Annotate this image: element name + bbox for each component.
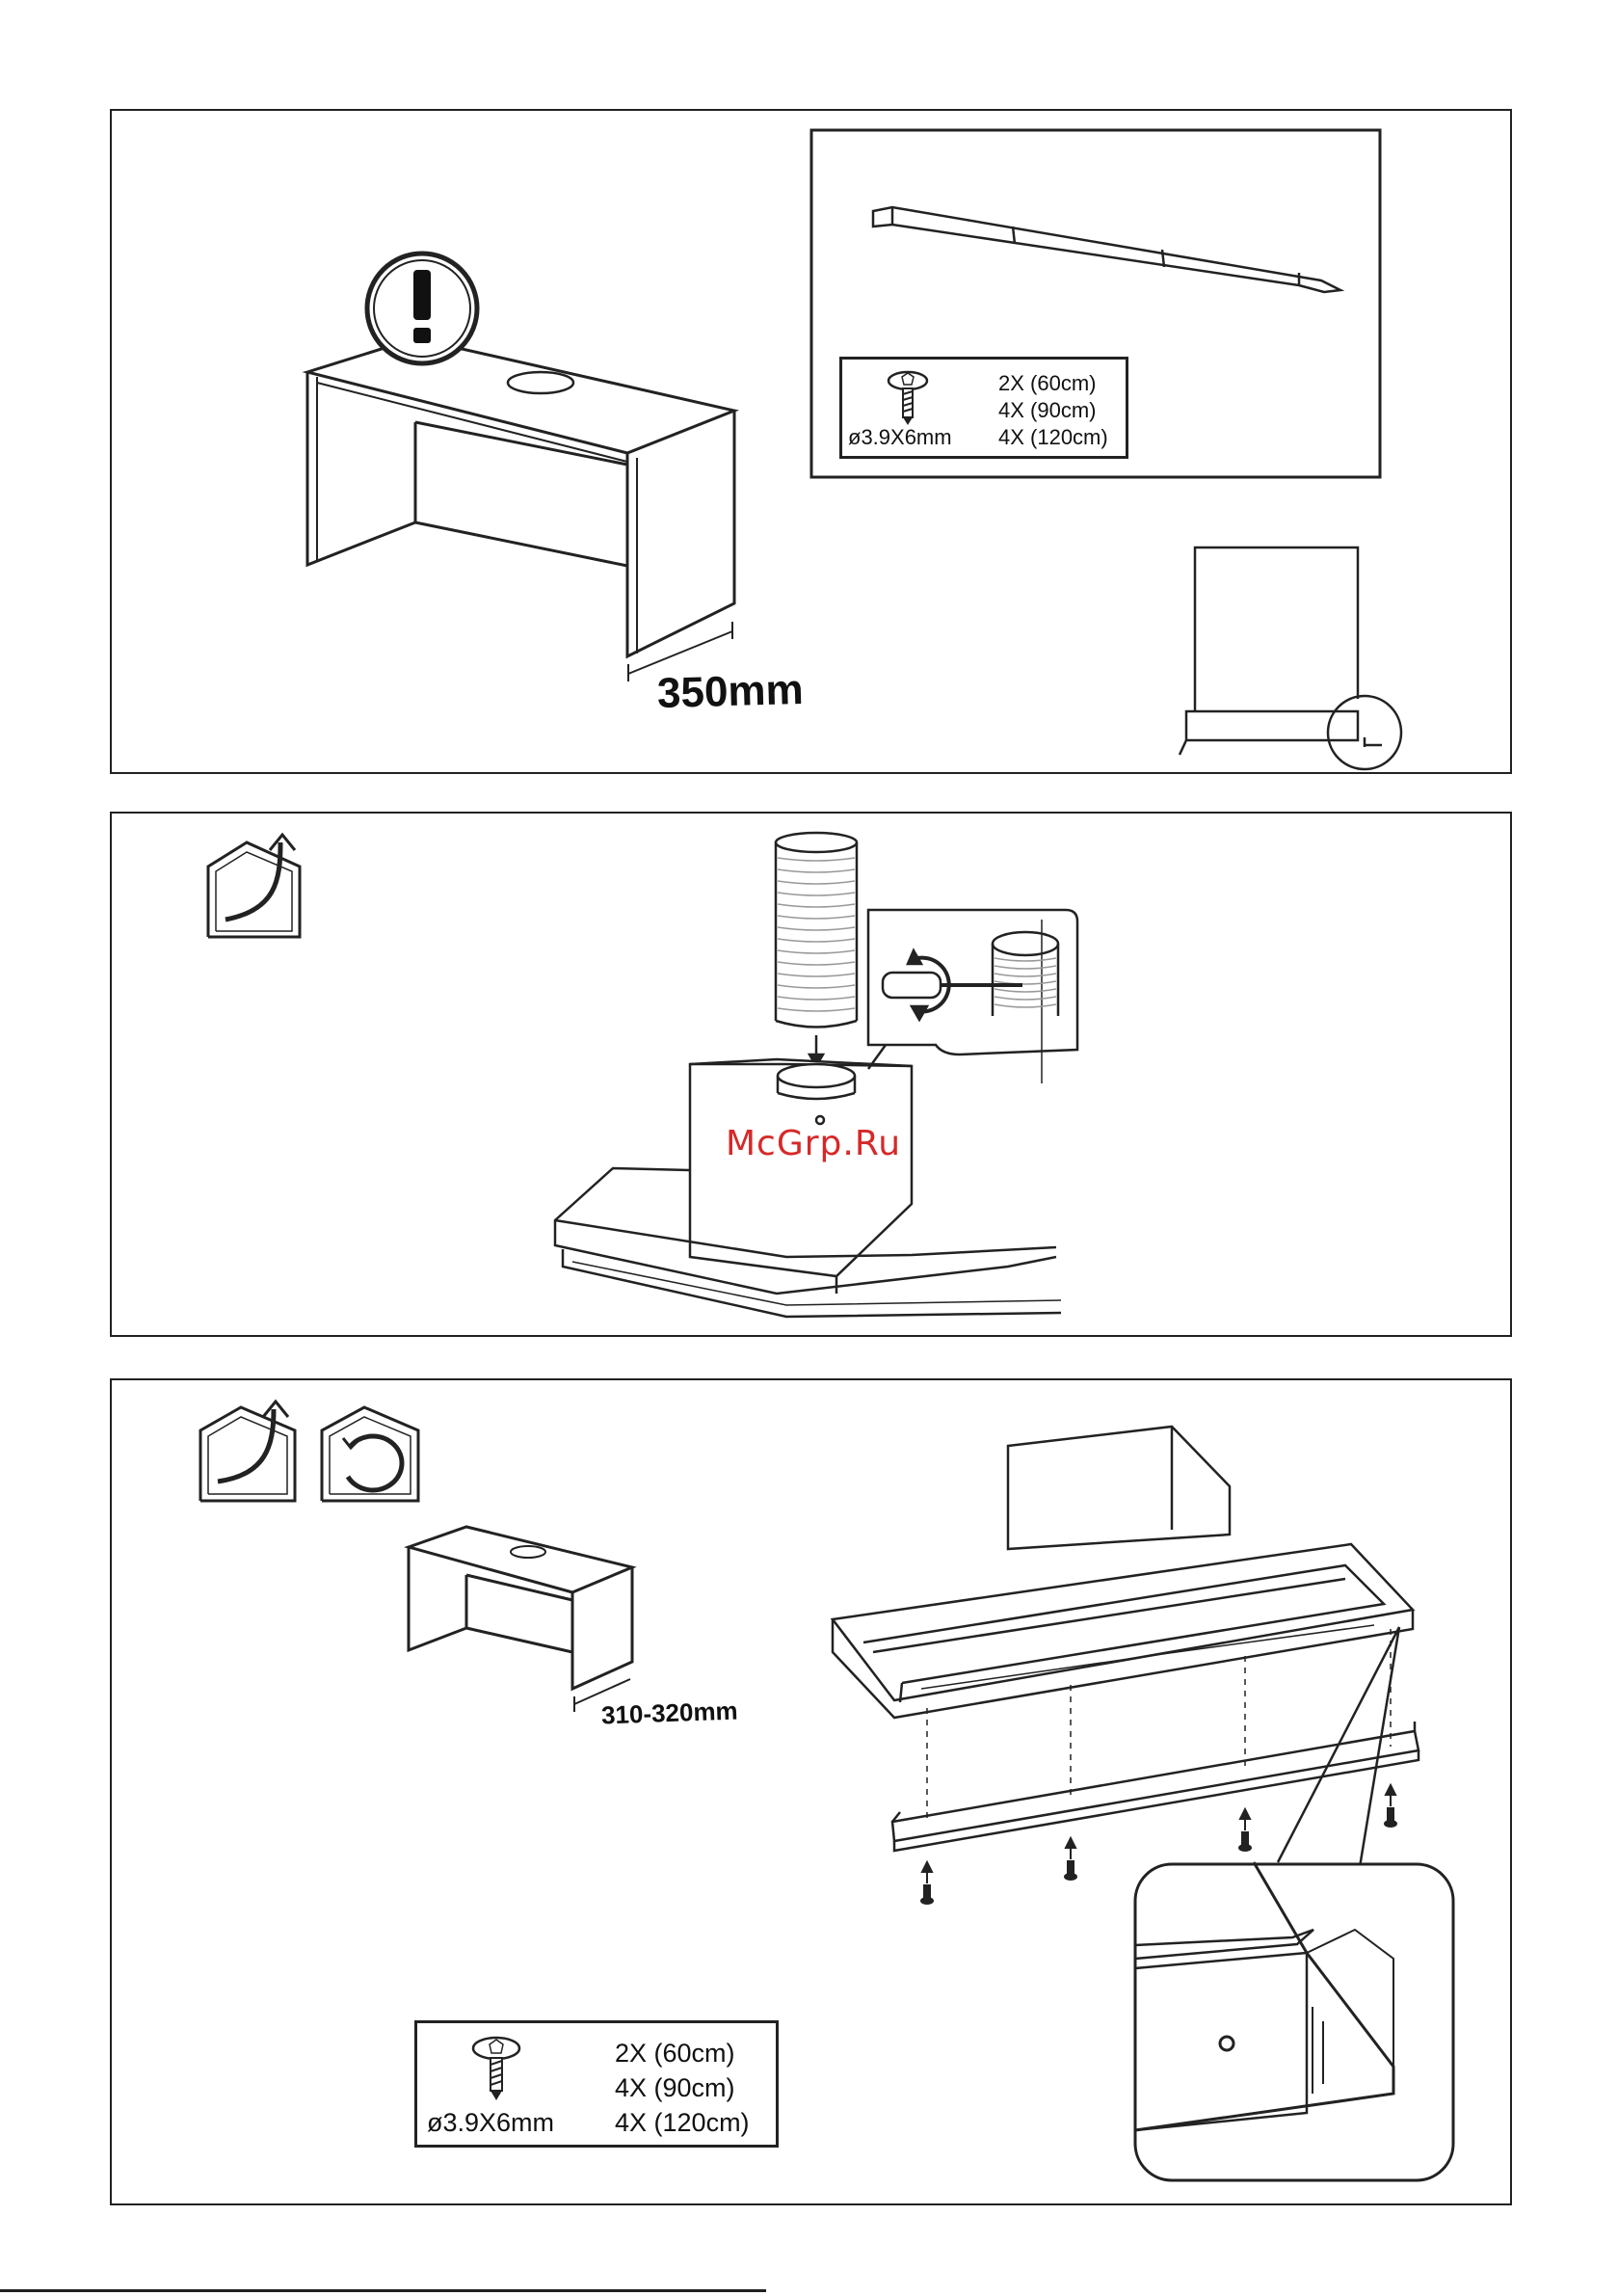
duct-rib: [778, 997, 855, 1000]
quantity-60cm-2: 2X (60cm): [615, 2039, 735, 2069]
panel-step-2: McGrp.Ru: [110, 812, 1512, 1337]
duct-rib: [778, 916, 855, 919]
screw-up-arrow: [1065, 1838, 1076, 1880]
duct-rib: [778, 950, 855, 953]
bracket-detail-callout: [1135, 1862, 1453, 2180]
wall-cabinet-drawing: [307, 338, 734, 681]
ducted-extraction-icon-2: [200, 1402, 295, 1501]
duct-rib: [778, 858, 855, 861]
duct-rib: [778, 1008, 855, 1011]
screw-up-arrow: [921, 1862, 933, 1904]
duct-rib: [778, 893, 855, 895]
side-view-drawing: [1180, 547, 1401, 769]
duct-rib: [778, 939, 855, 942]
duct-rib: [778, 869, 855, 872]
small-cabinet-drawing: [409, 1527, 632, 1712]
duct-rib: [778, 962, 855, 965]
cooker-hood-drawing: [555, 1059, 1061, 1317]
quantity-90cm-2: 4X (90cm): [615, 2073, 735, 2103]
screw-size-2: ø3.9X6mm: [427, 2108, 554, 2138]
screw-icon-2: [464, 2033, 550, 2110]
watermark-text: McGrp.Ru: [726, 1124, 901, 1163]
recirculation-icon: [322, 1407, 418, 1501]
warning-exclamation-icon: [367, 254, 477, 363]
dimension-label-350mm: 350mm: [656, 666, 804, 718]
panel-2-drawing: [112, 814, 1514, 1339]
quantity-120cm-2: 4X (120cm): [615, 2108, 750, 2138]
screw-size: ø3.9X6mm: [848, 425, 952, 450]
duct-rib: [778, 881, 855, 884]
duct-rib: [778, 985, 855, 988]
screw-up-arrow: [1239, 1809, 1251, 1851]
quantity-90cm: 4X (90cm): [998, 398, 1096, 423]
panel-3-drawing: [112, 1380, 1514, 2207]
panel-step-1: 350mm ø3.9X6mm 2X (60cm) 4X (90cm) 4X (1…: [110, 109, 1512, 774]
duct-rib: [778, 904, 855, 907]
duct-rib: [778, 974, 855, 976]
duct-rib: [778, 927, 855, 930]
ducted-extraction-icon: [208, 835, 300, 937]
dimension-label-310-320mm: 310-320mm: [601, 1696, 739, 1731]
screw-quantity-box: ø3.9X6mm 2X (60cm) 4X (90cm) 4X (120cm): [839, 357, 1128, 459]
quantity-60cm: 2X (60cm): [998, 371, 1096, 396]
footer-rule: [0, 2289, 766, 2292]
panel-1-drawing: [112, 111, 1514, 776]
screw-quantity-box-2: ø3.9X6mm 2X (60cm) 4X (90cm) 4X (120cm): [414, 2020, 779, 2148]
quantity-120cm: 4X (120cm): [998, 425, 1108, 450]
panel-step-3: 310-320mm ø3.9X6mm 2X (60cm) 4X (90cm) 4…: [110, 1378, 1512, 2205]
screw-up-arrow: [1385, 1785, 1396, 1827]
hood-rail-assembly-drawing: [833, 1427, 1419, 1851]
